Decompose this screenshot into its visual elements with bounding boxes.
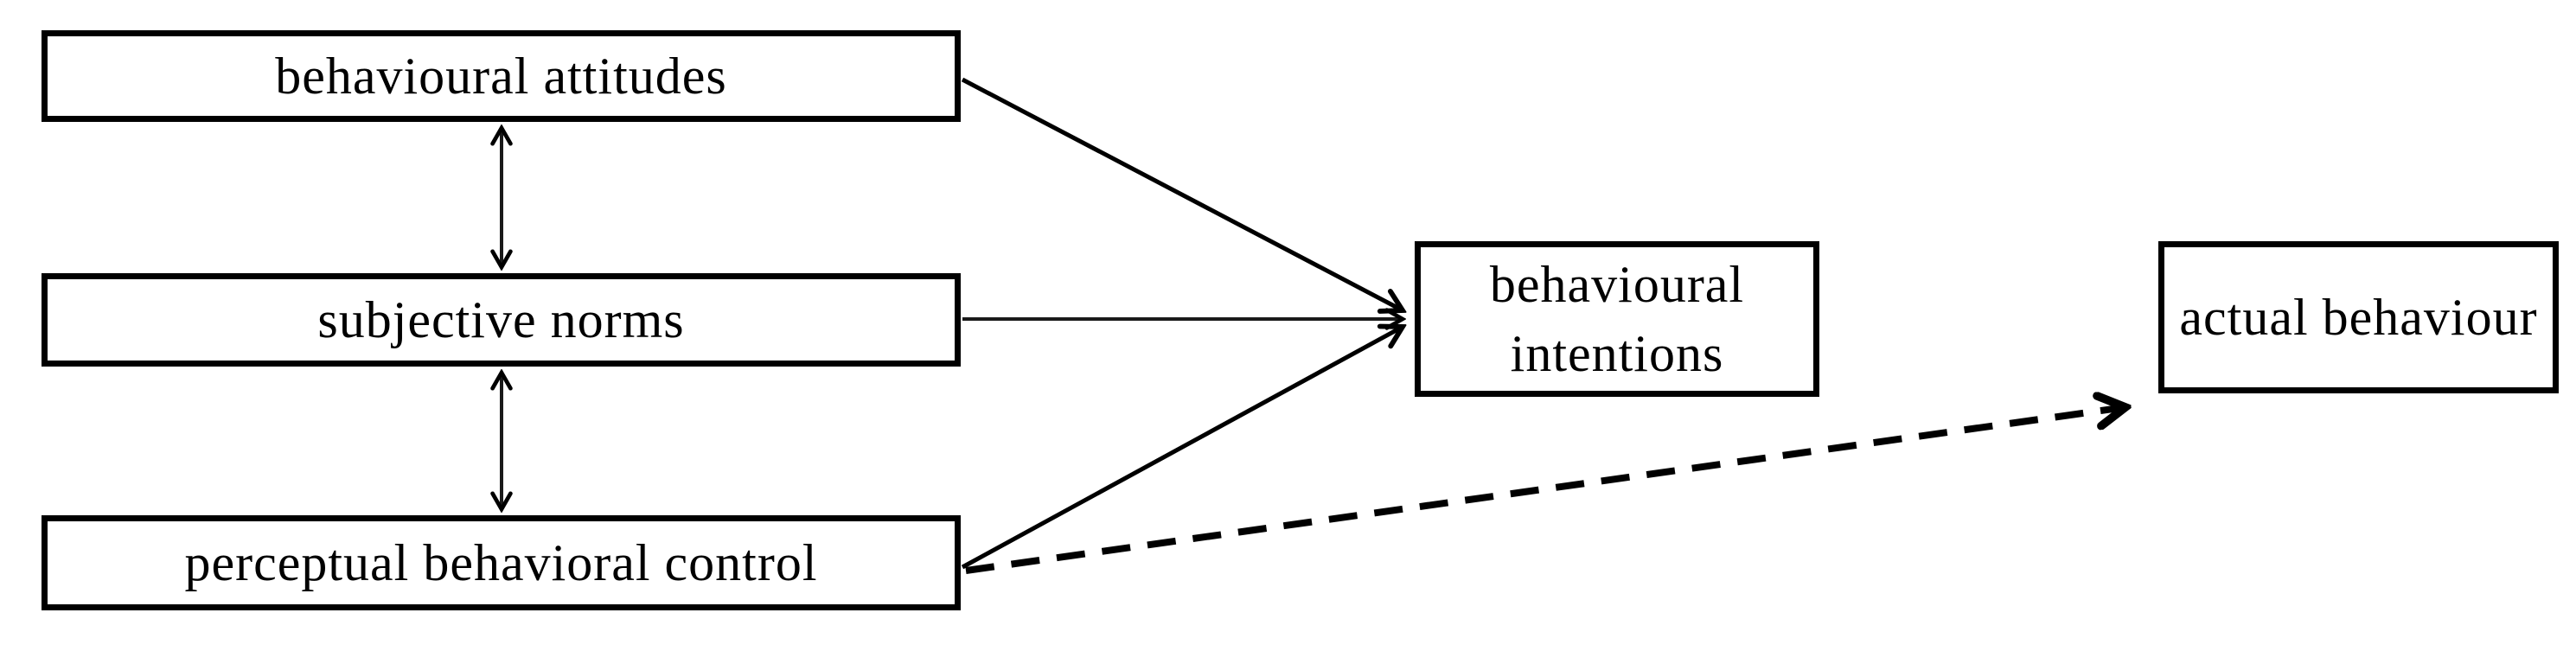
box-subjective-norms-label: subjective norms: [317, 291, 685, 348]
box-perceptual-behavioral-control-label: perceptual behavioral control: [184, 534, 818, 591]
box-behavioural-intentions: behavioural intentions: [1415, 241, 1819, 397]
box-actual-behaviour-label: actual behaviour: [2179, 289, 2538, 346]
arrow-control-to-intentions: [961, 327, 1403, 570]
dashed-arrow-control-to-actual-behaviour: [965, 407, 2125, 574]
box-behavioural-intentions-label: behavioural intentions: [1489, 256, 1745, 382]
box-perceptual-behavioral-control: perceptual behavioral control: [42, 515, 961, 610]
box-actual-behaviour: actual behaviour: [2158, 241, 2559, 393]
box-behavioural-attitudes-label: behavioural attitudes: [275, 48, 727, 105]
box-behavioural-attitudes: behavioural attitudes: [42, 30, 961, 122]
arrow-attitudes-to-intentions: [961, 77, 1403, 310]
box-subjective-norms: subjective norms: [42, 273, 961, 367]
